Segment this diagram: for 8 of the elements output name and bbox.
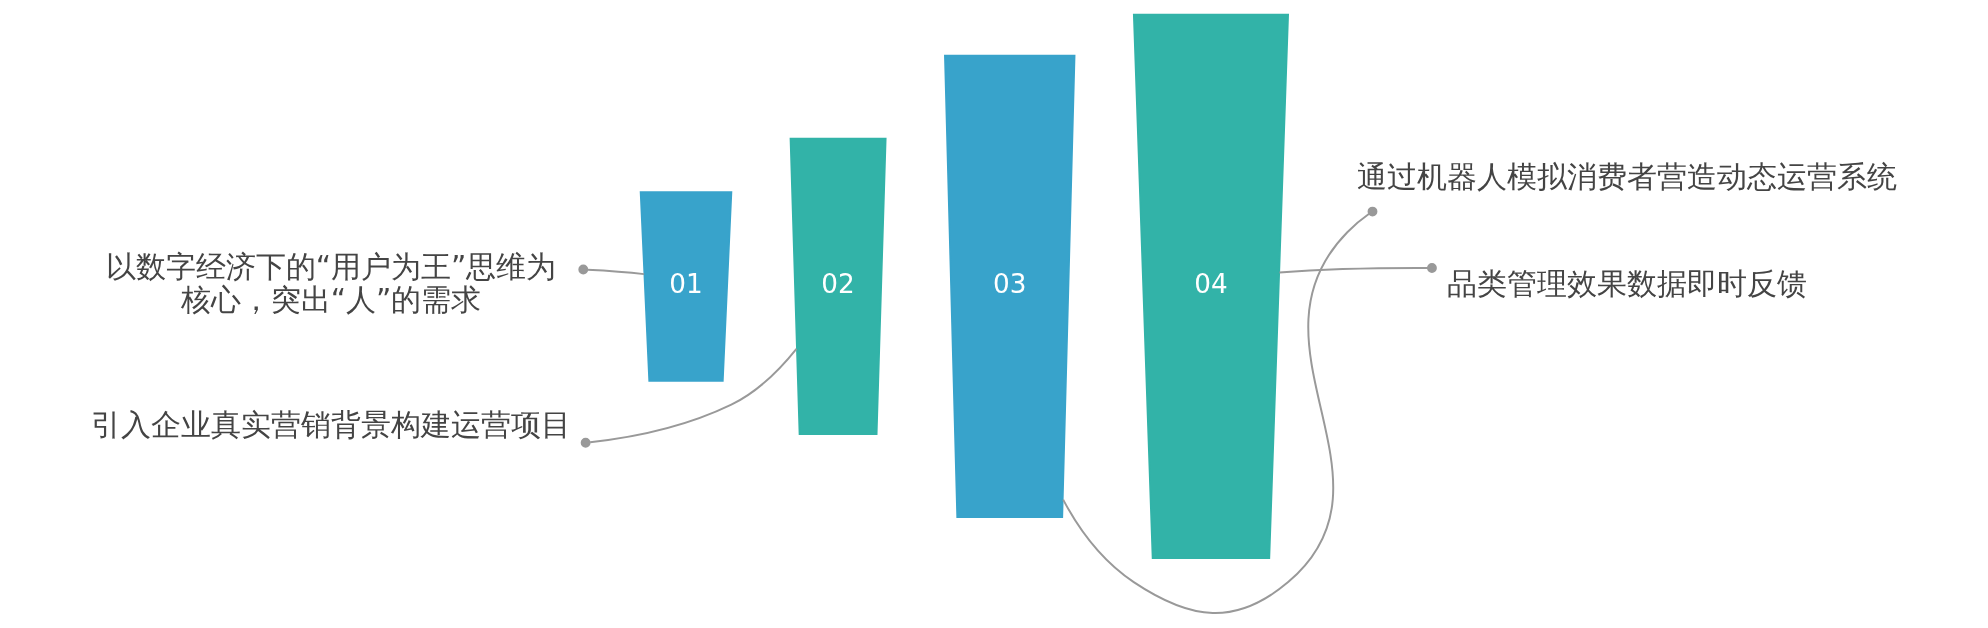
connector <box>1278 263 1437 274</box>
node-text: 品类管理效果数据即时反馈 <box>1447 266 1808 301</box>
connector <box>1062 206 1378 614</box>
node-text: 通过机器人模拟消费者营造动态运营系统 <box>1357 159 1898 194</box>
connector <box>578 264 646 276</box>
node-text: 引入企业真实营销背景构建运营项目 <box>91 407 572 442</box>
node-text: 以数字经济下的“用户为王”思维为核心，突出“人”的需求 <box>105 250 557 318</box>
connector <box>580 347 798 448</box>
